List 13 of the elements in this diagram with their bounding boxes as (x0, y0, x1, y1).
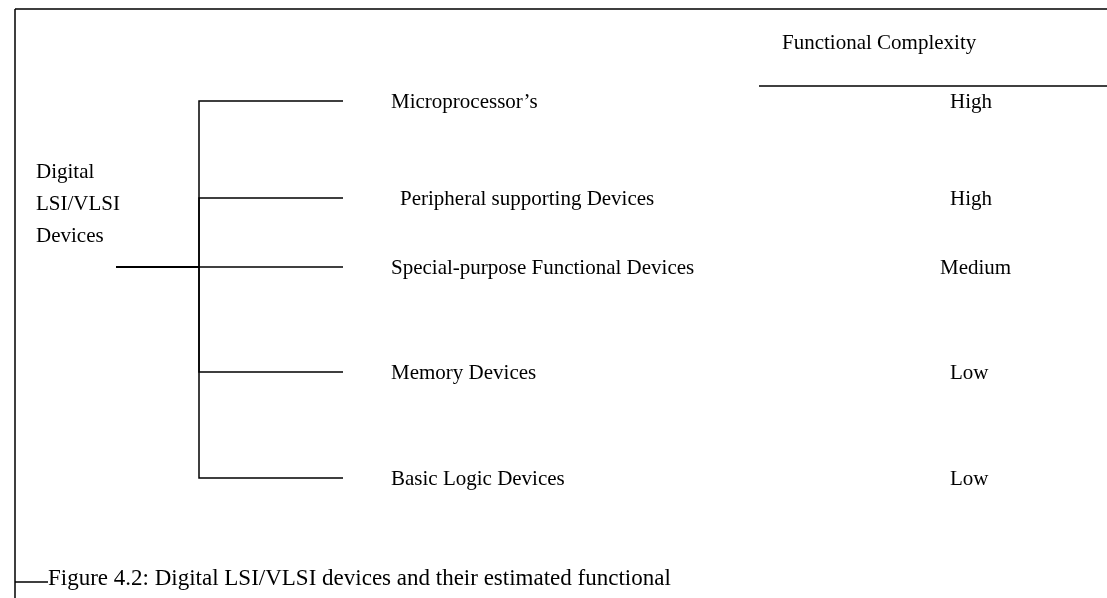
device-label: Basic Logic Devices (391, 466, 565, 490)
column-header: Functional Complexity (782, 30, 977, 54)
complexity-value: High (950, 186, 992, 210)
connector-line (115, 266, 344, 479)
complexity-value: Medium (940, 255, 1012, 279)
figure-caption: Figure 4.2: Digital LSI/VLSI devices and their estimated functional (48, 564, 671, 592)
complexity-value: High (950, 89, 992, 113)
device-label: Special-purpose Functional Devices (391, 255, 695, 279)
complexity-value: Low (950, 466, 989, 490)
device-label: Microprocessor’s (391, 89, 538, 113)
complexity-value: Low (950, 360, 989, 384)
device-label: Peripheral supporting Devices (400, 186, 655, 210)
device-label: Memory Devices (391, 360, 537, 384)
